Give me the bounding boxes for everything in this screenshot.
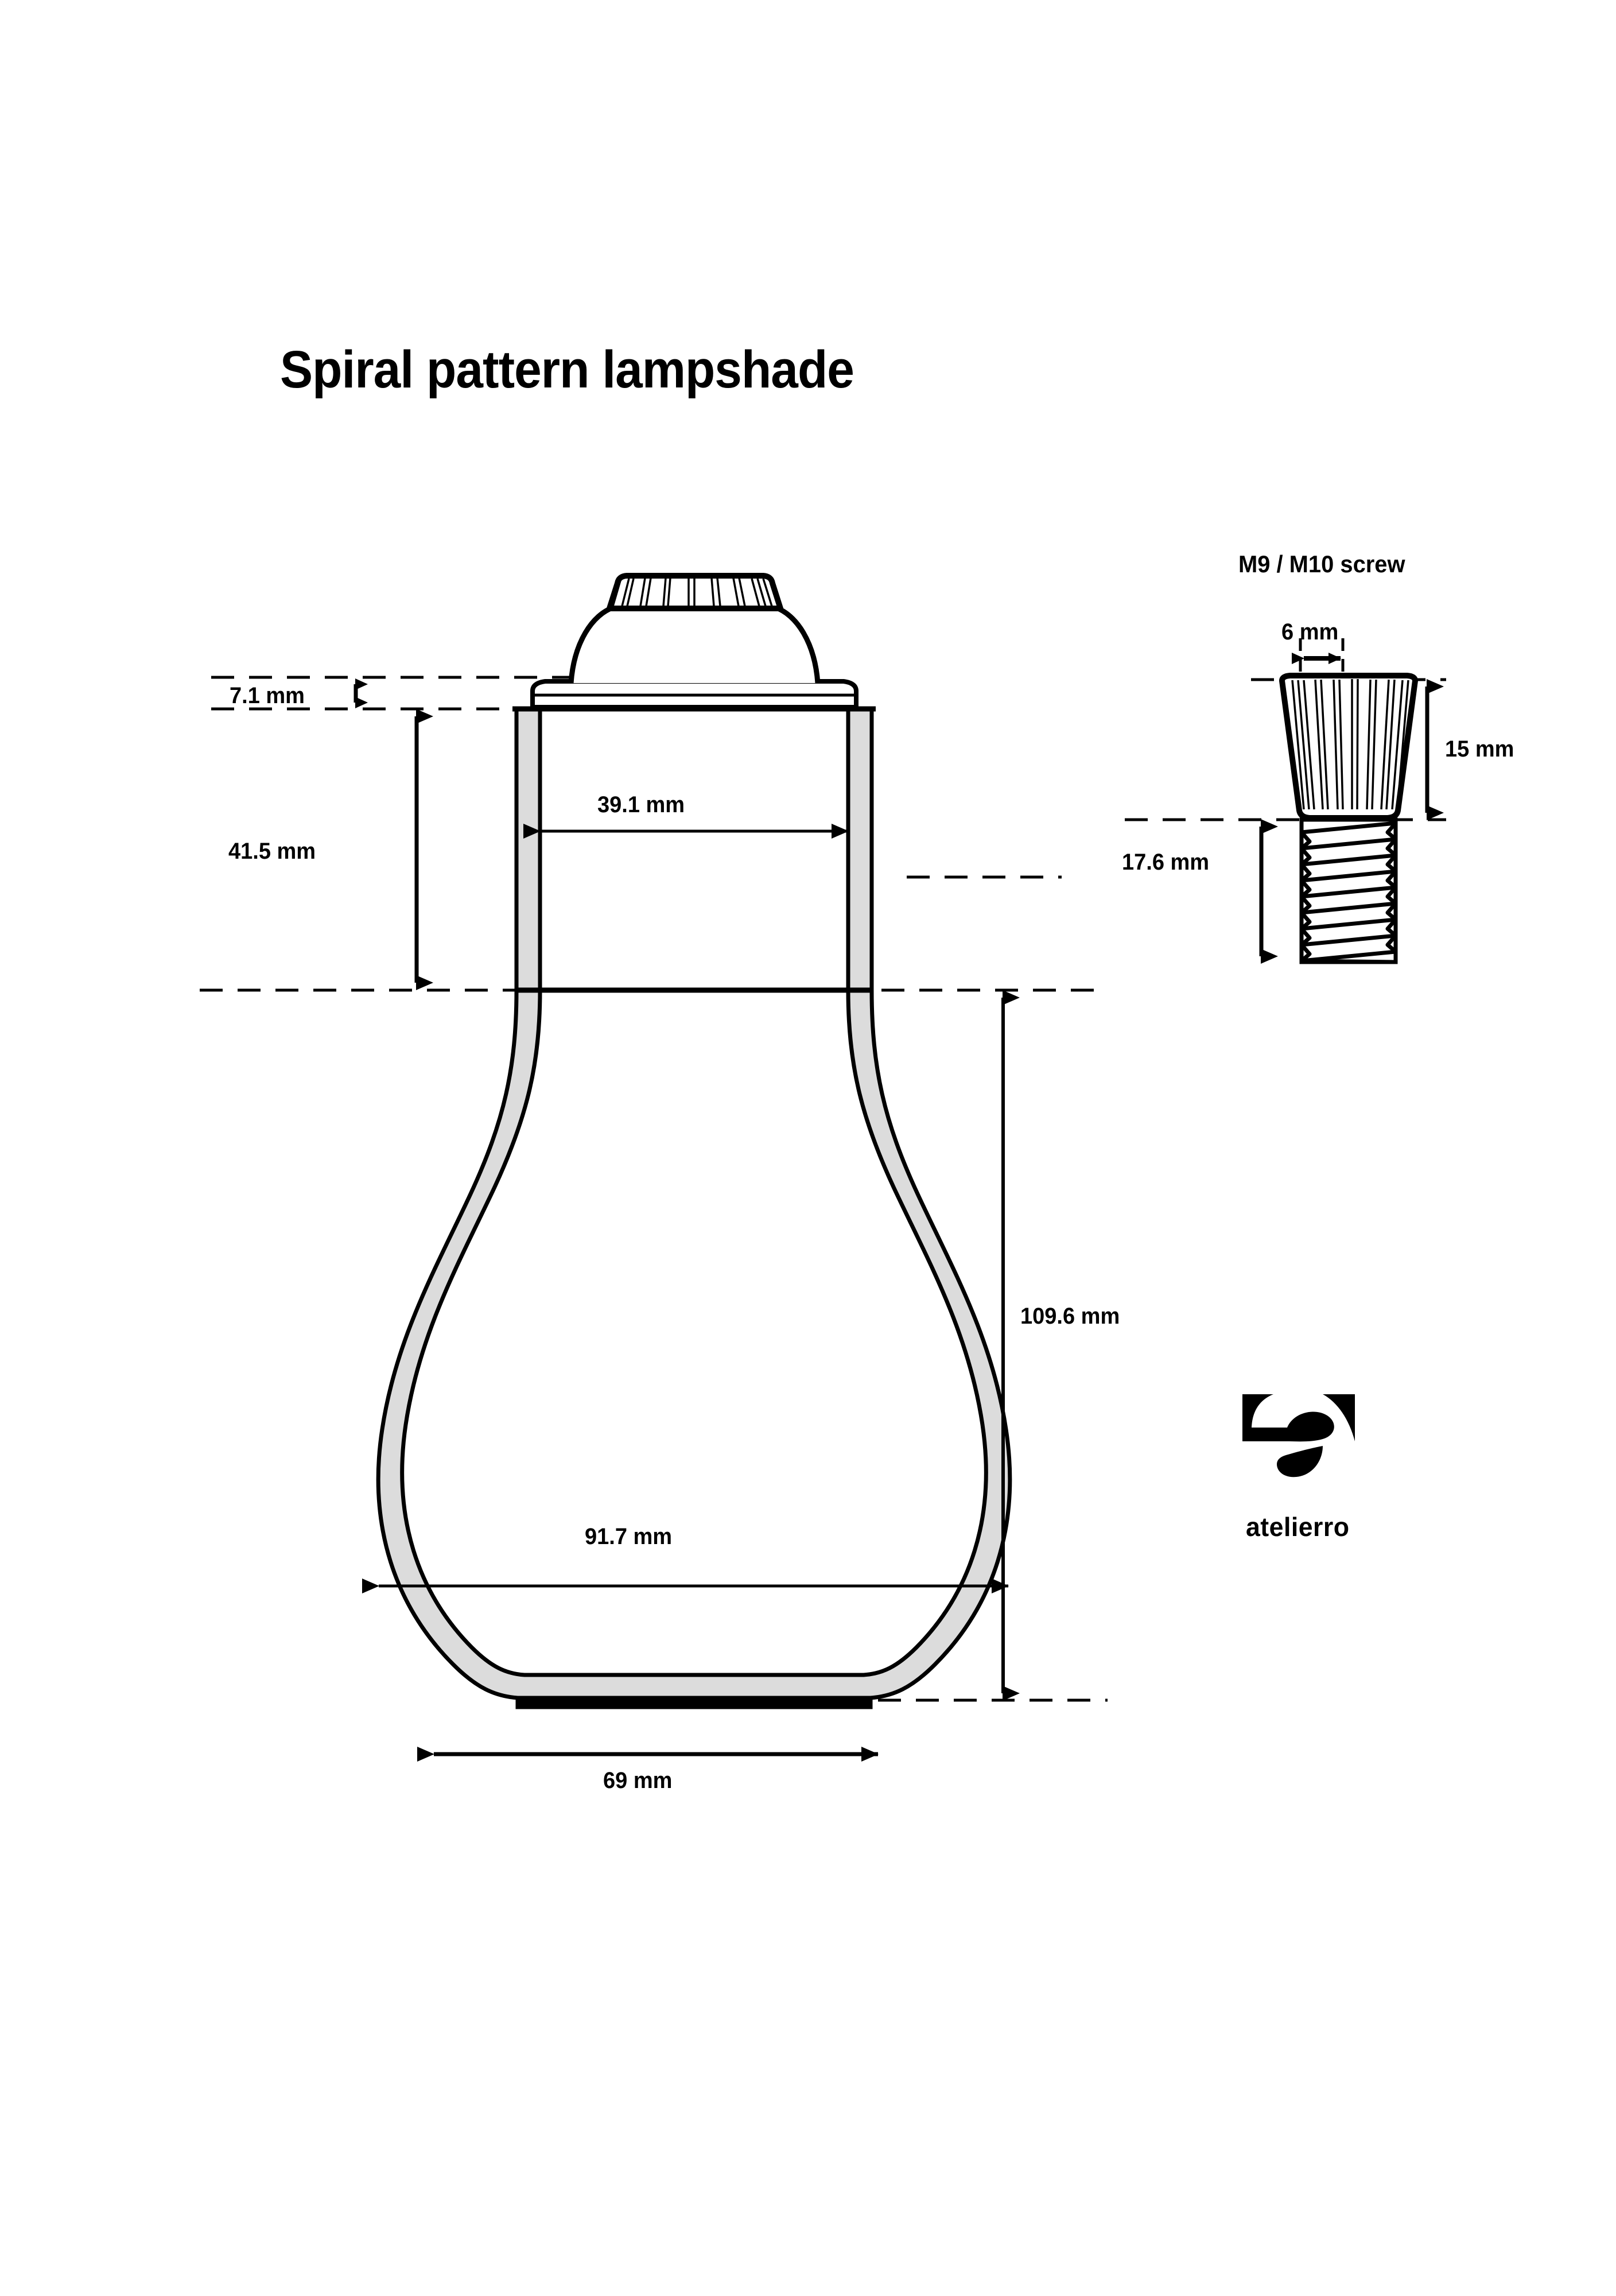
screw-detail <box>1259 638 1444 964</box>
screw-thread-profile <box>1300 821 1397 964</box>
page-title: Spiral pattern lampshade <box>280 340 854 399</box>
dim-label-collar-height: 7.1 mm <box>230 683 305 708</box>
dim-label-cylinder-bore: 39.1 mm <box>597 792 685 817</box>
dim-label-max-diameter: 91.7 mm <box>585 1524 673 1549</box>
shade-bottom-rim <box>515 1697 873 1709</box>
screw-detail-title: M9 / M10 screw <box>1238 550 1405 577</box>
dim-label-total-height: 109.6 mm <box>1020 1304 1120 1329</box>
dim-label-screw-thread-length: 17.6 mm <box>1122 850 1210 875</box>
cylinder-wall-left <box>514 707 542 992</box>
screw-dimension-lines <box>1259 638 1444 964</box>
cylinder-wall-right <box>846 707 874 992</box>
shade-cone-flutes <box>612 577 773 607</box>
lampshade-outline <box>376 573 1012 1709</box>
shade-dome-shoulder <box>568 604 821 684</box>
atelierro-logo-mark-icon <box>1237 1386 1360 1499</box>
brand-logo: atelierro <box>1237 1386 1386 1558</box>
screw-head-flutes <box>1291 678 1409 810</box>
dim-label-base-diameter: 69 mm <box>603 1768 673 1793</box>
shade-body-wall <box>376 988 1012 1700</box>
dim-label-screw-head-bore: 6 mm <box>1281 619 1339 645</box>
brand-wordmark: atelierro <box>1246 1512 1350 1542</box>
dim-label-screw-head-height: 15 mm <box>1445 736 1514 762</box>
dim-label-cylinder-height: 41.5 mm <box>228 839 316 864</box>
lampshade-dimension-lines <box>354 678 1020 1762</box>
